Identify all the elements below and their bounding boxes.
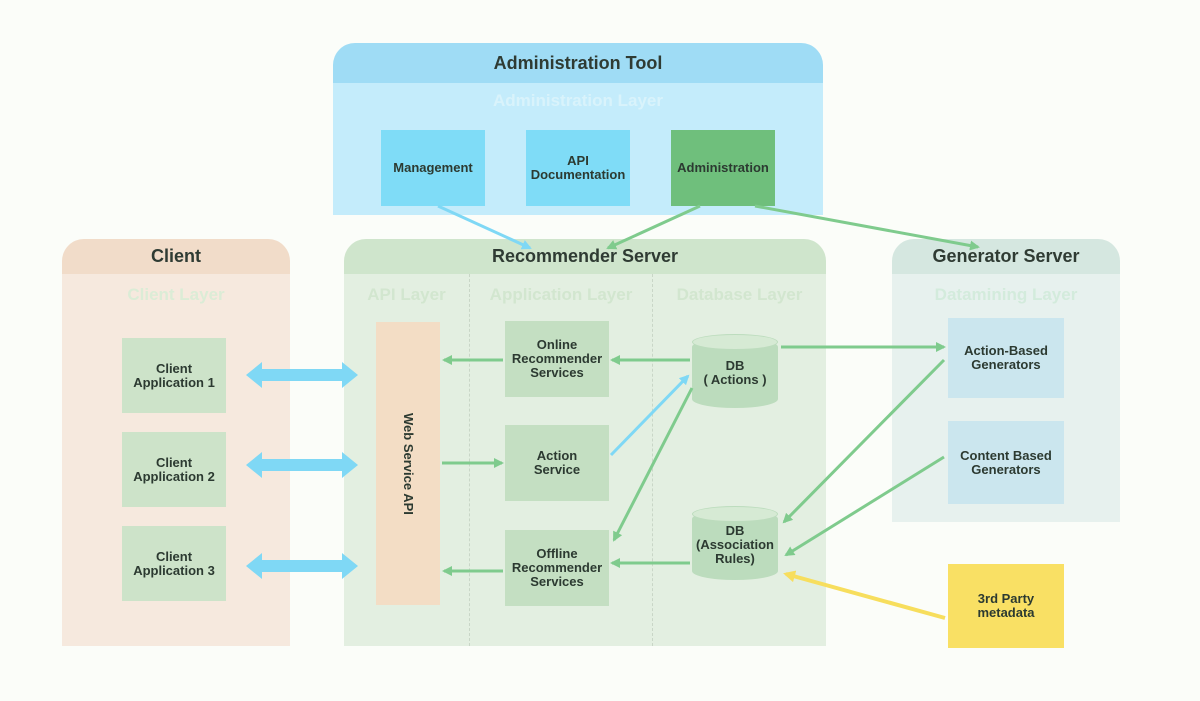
- offline-recommender-services-box: Offline Recommender Services: [505, 530, 609, 606]
- layer-divider-2: [652, 274, 653, 646]
- online-recommender-services-box: Online Recommender Services: [505, 321, 609, 397]
- client-title: Client: [150, 246, 201, 266]
- generator-server-header: Generator Server: [892, 239, 1120, 274]
- datamining-layer-label: Datamining Layer: [934, 285, 1078, 304]
- db-actions-top: [692, 334, 778, 350]
- arrow-administration-to-generator: [754, 204, 980, 251]
- web-service-api-box: Web Service API: [376, 322, 440, 605]
- arrow-content-generators-to-db-rules: [784, 455, 945, 557]
- recommender-server-title: Recommender Server: [491, 246, 679, 266]
- api-layer-label: API Layer: [367, 285, 446, 304]
- content-based-generators-box: Content Based Generators: [948, 421, 1064, 504]
- arrow-client-3-web-service: [246, 553, 358, 579]
- arrow-third-party-to-db-rules: [783, 570, 946, 620]
- administration-box: Administration: [671, 130, 775, 206]
- client-header: Client: [62, 239, 290, 274]
- client-layer-label: Client Layer: [127, 285, 225, 304]
- generator-server-title: Generator Server: [932, 246, 1080, 266]
- arrow-client-2-web-service: [246, 452, 358, 478]
- admin-tool-title: Administration Tool: [493, 52, 663, 73]
- action-based-generators-box: Action-Based Generators: [948, 318, 1064, 398]
- admin-layer-label: Administration Layer: [492, 91, 664, 110]
- application-layer-label: Application Layer: [489, 285, 633, 304]
- arrow-action-generators-to-db-rules: [782, 358, 946, 524]
- action-service-box: Action Service: [505, 425, 609, 501]
- arrow-action-service-to-db-actions: [609, 374, 690, 457]
- db-association-rules-top: [692, 506, 778, 522]
- database-layer-label: Database Layer: [676, 285, 803, 304]
- third-party-metadata-box: 3rd Party metadata: [948, 564, 1064, 648]
- api-documentation-box: API Documentation: [526, 130, 630, 206]
- arrow-administration-to-recommender: [606, 204, 701, 250]
- arrow-db-actions-to-offline: [612, 387, 694, 542]
- admin-tool-header: Administration Tool: [333, 43, 823, 83]
- management-box: Management: [381, 130, 485, 206]
- web-service-api-label: Web Service API: [401, 412, 416, 515]
- arrow-management-to-recommender: [437, 204, 532, 250]
- client-application-3: Client Application 3: [122, 526, 226, 601]
- client-application-2: Client Application 2: [122, 432, 226, 507]
- arrow-client-1-web-service: [246, 362, 358, 388]
- client-application-1: Client Application 1: [122, 338, 226, 413]
- recommender-server-header: Recommender Server: [344, 239, 826, 274]
- layer-divider-1: [469, 274, 470, 646]
